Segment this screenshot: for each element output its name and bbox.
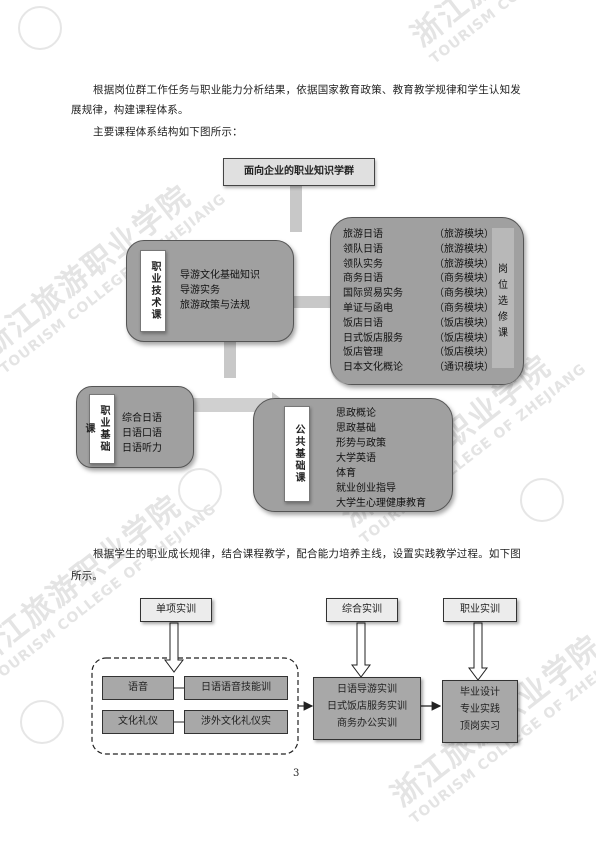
elective-course: 国际贸易实务 (343, 288, 403, 300)
basic-course-item: 日语听力 (122, 443, 162, 454)
elective-course-box (330, 217, 524, 385)
single-item-left: 文化礼仪 (102, 710, 174, 734)
vocational-training-box: 毕业设计 专业实践 顶岗实习 (442, 680, 518, 743)
comprehensive-training-header: 综合实训 (326, 598, 398, 622)
structure-caption-text: 主要课程体系结构如下图所示： (93, 126, 243, 138)
professional-course-label: 职业技术课 (140, 250, 166, 332)
practice-paragraph: 根据学生的职业成长规律，结合课程教学，配合能力培养主线，设置实践教学过程。如下图 (93, 544, 533, 564)
basic-course-item: 日语口语 (122, 428, 162, 439)
comprehensive-item: 日语导游实训 (337, 684, 397, 695)
elective-course: 旅游日语 (343, 229, 383, 240)
practice-paragraph-cont: 所示。 (71, 566, 103, 586)
public-course-item: 思政概论 (336, 408, 376, 419)
elective-course: 饭店日语 (343, 317, 383, 329)
vocational-training-header: 职业实训 (443, 598, 517, 622)
practice-line-2: 所示。 (71, 570, 104, 582)
public-course-item: 大学生心理健康教育 (336, 498, 426, 509)
single-item-left: 语音 (102, 676, 174, 700)
professional-course-item: 导游文化基础知识 (180, 270, 260, 281)
seal-icon (520, 478, 564, 522)
elective-module: （旅游模块） (434, 258, 494, 270)
intro-line-1: 根据岗位群工作任务与职业能力分析结果，依据国家教育政策、教育教学规律和学生认知发 (93, 84, 521, 96)
down-arrow-single (164, 622, 184, 673)
seal-icon (178, 468, 222, 512)
single-training-header: 单项实训 (140, 598, 212, 622)
elective-row: 商务日语 （商务模块） (343, 272, 494, 287)
elective-course-label: 岗位选修课 (498, 264, 508, 339)
elective-row: 单证与函电 （商务模块） (343, 302, 494, 317)
elective-course: 商务日语 (343, 273, 383, 285)
intro-paragraph-cont: 展规律，构建课程体系。 (71, 100, 189, 120)
elective-course-fade (330, 366, 522, 384)
down-arrow-comprehensive (351, 622, 371, 678)
elective-course: 领队日语 (343, 243, 383, 255)
intro-paragraph: 根据岗位群工作任务与职业能力分析结果，依据国家教育政策、教育教学规律和学生认知发 (93, 80, 533, 100)
elective-course: 单证与函电 (343, 302, 393, 314)
public-course-item: 就业创业指导 (336, 483, 396, 494)
single-item-right: 日语语音技能训 (184, 676, 288, 700)
single-training-group (91, 657, 299, 755)
elective-module: （通识模块） (434, 362, 494, 374)
vocational-item: 顶岗实习 (460, 721, 500, 732)
elective-row: 领队日语 （旅游模块） (343, 243, 494, 258)
down-arrow-vocational (468, 622, 488, 681)
comprehensive-item: 日式饭店服务实训 (327, 701, 407, 712)
public-course-item: 大学英语 (336, 453, 376, 464)
elective-row: 旅游日语 （旅游模块） (343, 228, 494, 243)
elective-module: （商务模块） (434, 273, 494, 285)
elective-course-label-strip (492, 228, 514, 368)
practice-line-1: 根据学生的职业成长规律，结合课程教学，配合能力培养主线，设置实践教学过程。如下图 (93, 548, 521, 560)
comprehensive-training-box: 日语导游实训 日式饭店服务实训 商务办公实训 (313, 677, 421, 740)
elective-module: （饭店模块） (434, 347, 494, 359)
elective-row: 饭店管理 （饭店模块） (343, 346, 494, 361)
connector-prof-elective (284, 296, 334, 308)
vocational-item: 毕业设计 (460, 687, 500, 698)
elective-course: 日式饭店服务 (343, 332, 403, 344)
elective-row: 领队实务 （旅游模块） (343, 258, 494, 273)
elective-module: （商务模块） (434, 288, 494, 300)
public-course-item: 思政基础 (336, 423, 376, 434)
professional-course-item: 导游实务 (180, 285, 220, 296)
elective-course-list: 旅游日语 （旅游模块） 领队日语 （旅游模块） 领队实务 （旅游模块） 商务日语 （商务… (343, 228, 494, 374)
basic-course-list: 综合日语 日语口语 日语听力 (122, 411, 162, 456)
elective-course: 饭店管理 (343, 347, 383, 359)
elective-course: 领队实务 (343, 258, 383, 270)
basic-course-item: 综合日语 (122, 413, 162, 424)
elective-row: 日式饭店服务 （饭店模块） (343, 332, 494, 347)
public-course-list: 思政概论 思政基础 形势与政策 大学英语 体育 就业创业指导 大学生心理健康教育 (336, 406, 426, 510)
elective-row: 日本文化概论 （通识模块） (343, 361, 494, 374)
elective-row: 饭店日语 （饭店模块） (343, 317, 494, 332)
professional-course-item: 旅游政策与法规 (180, 300, 250, 311)
structure-caption: 主要课程体系结构如下图所示： (93, 122, 243, 142)
page-number: 3 (293, 768, 300, 779)
elective-row: 国际贸易实务 （商务模块） (343, 287, 494, 302)
elective-module: （旅游模块） (434, 243, 494, 255)
elective-module: （商务模块） (434, 302, 494, 314)
single-item-right: 涉外文化礼仪实 (184, 710, 288, 734)
intro-line-2: 展规律，构建课程体系。 (71, 104, 189, 116)
seal-icon (18, 6, 62, 50)
professional-course-list: 导游文化基础知识 导游实务 旅游政策与法规 (180, 268, 260, 313)
elective-course: 日本文化概论 (343, 362, 403, 374)
basic-course-label: 职业基础课 (83, 394, 115, 464)
seal-icon (20, 700, 64, 744)
elective-module: （饭店模块） (434, 317, 494, 329)
elective-module: （旅游模块） (434, 229, 494, 240)
public-course-item: 形势与政策 (336, 438, 386, 449)
banner-enterprise-knowledge: 面向企业的职业知识学群 (223, 158, 375, 186)
comprehensive-item: 商务办公实训 (337, 718, 397, 729)
public-course-item: 体育 (336, 468, 356, 479)
public-course-label: 公共基础课 (284, 406, 310, 502)
vocational-item: 专业实践 (460, 704, 500, 715)
elective-module: （饭店模块） (434, 332, 494, 344)
